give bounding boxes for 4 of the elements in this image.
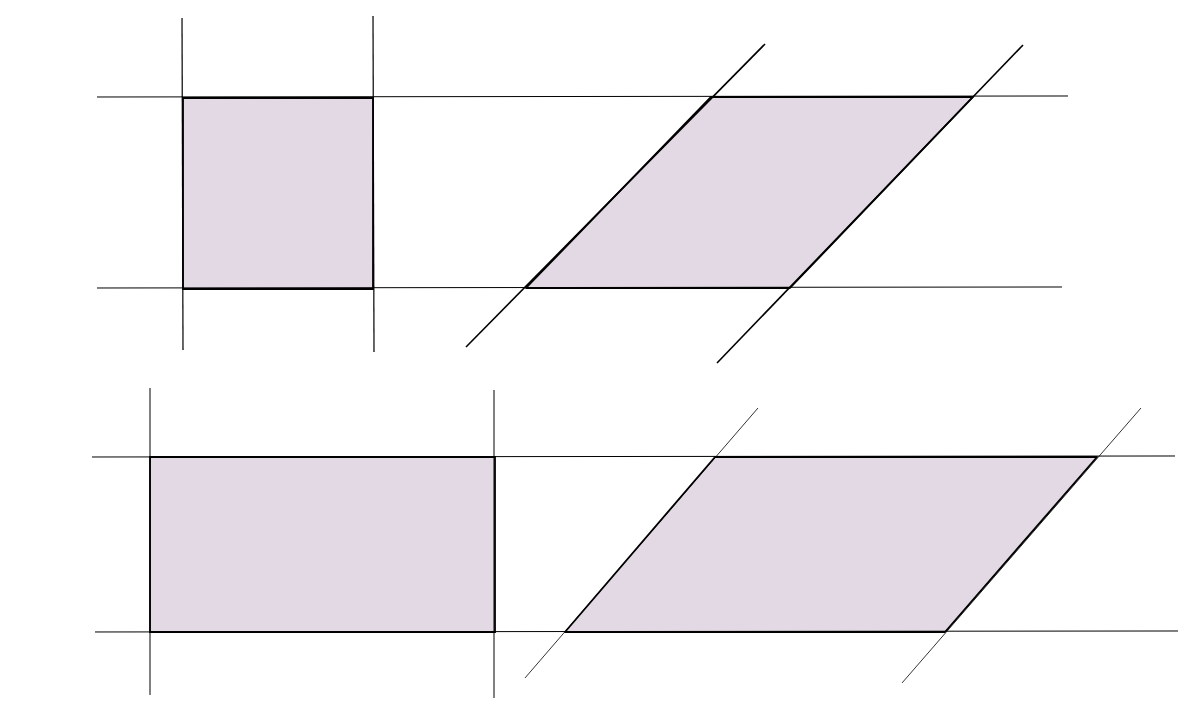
parallelogram: [525, 96, 974, 289]
rectangle: [149, 456, 496, 633]
rectangle: [182, 97, 374, 290]
parallelogram: [564, 456, 1098, 633]
